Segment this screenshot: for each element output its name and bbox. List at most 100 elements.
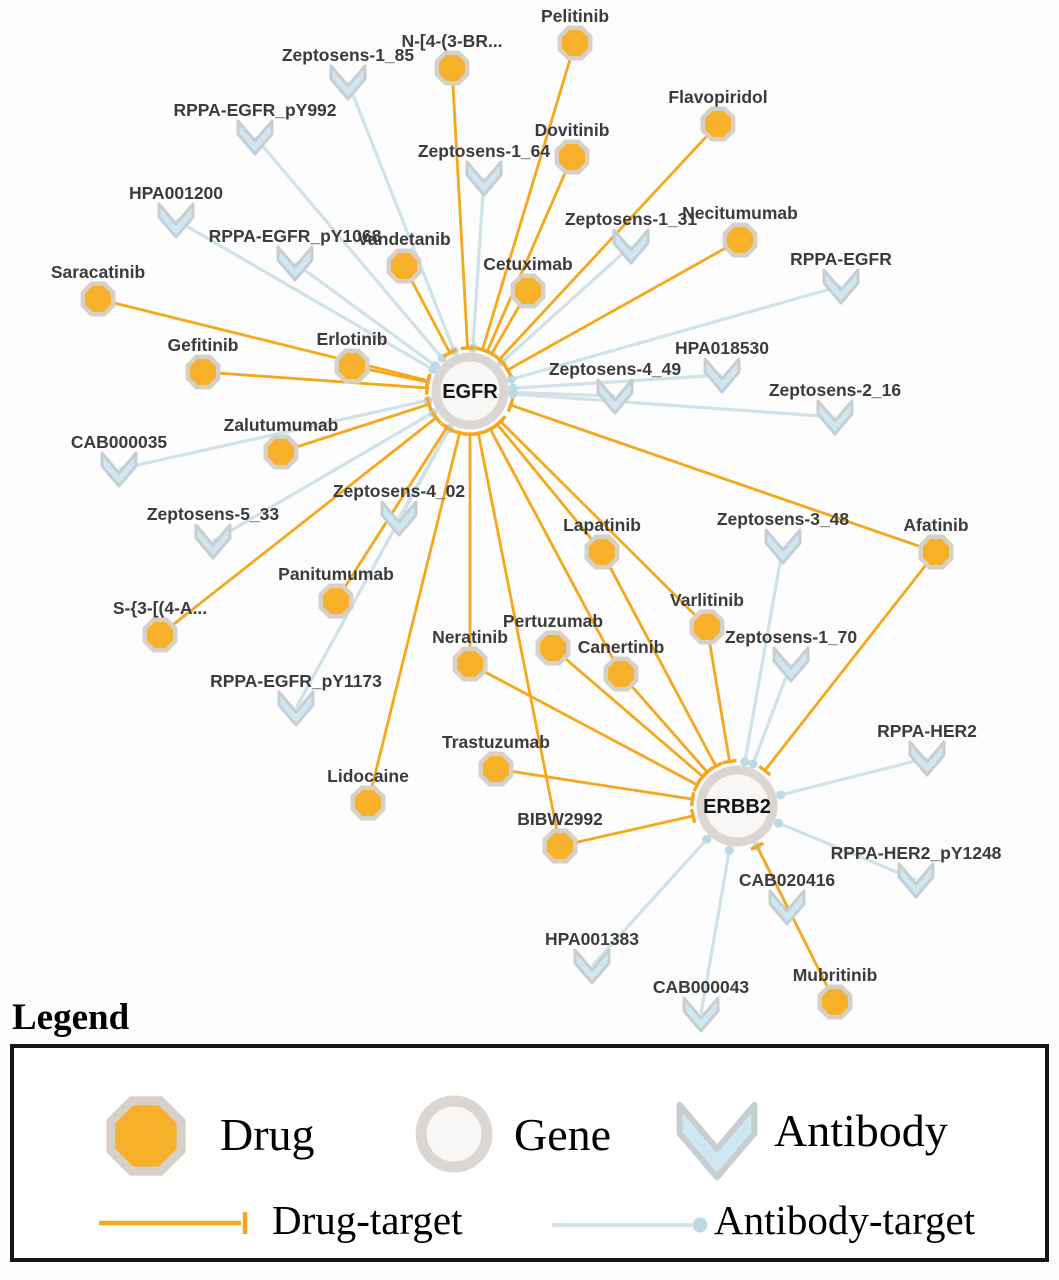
drug-edge-tee	[460, 345, 475, 351]
drug-node-trastuzumab[interactable]	[478, 751, 514, 787]
drug-label-cetuximab: Cetuximab	[483, 254, 572, 274]
antibody-node-hpa001200[interactable]	[157, 202, 195, 239]
gene-node-erbb2[interactable]	[696, 765, 778, 847]
drug-node-necitumumab[interactable]	[722, 222, 758, 258]
drug-target-edge	[552, 646, 704, 778]
drug-node-afatinib[interactable]	[918, 534, 954, 570]
antibody-node-rppa_py1068[interactable]	[276, 245, 314, 282]
antibody-node-rppa_egfr[interactable]	[822, 268, 860, 305]
antibody-node-z2_16[interactable]	[816, 399, 854, 436]
drug-target-edge	[481, 42, 577, 351]
drug-node-mubritinib[interactable]	[817, 984, 853, 1020]
antibody-label-z1_64: Zeptosens-1_64	[418, 141, 551, 161]
drug-label-lidocaine: Lidocaine	[327, 766, 409, 786]
antibody-node-hpa018530[interactable]	[703, 357, 741, 394]
antibody-node-rppa_py992[interactable]	[236, 119, 274, 156]
drug-node-lapatinib[interactable]	[584, 534, 620, 570]
drug-target-edge	[450, 67, 470, 349]
drug-label-pertuzumab: Pertuzumab	[503, 611, 603, 631]
antibody-node-z5_33[interactable]	[194, 523, 232, 560]
drug-target-edge	[202, 370, 428, 390]
drug-node-neratinib[interactable]	[452, 646, 488, 682]
drug-edge-tee	[506, 397, 515, 413]
antibody-edge-dot	[774, 818, 784, 828]
antibody-label-rppa_egfr: RPPA-EGFR	[790, 249, 892, 269]
drug-target-edge	[559, 814, 694, 848]
legend-box: Drug Gene Antibody Drug-target Antibody-…	[10, 1044, 1049, 1262]
drug-node-bibw2992[interactable]	[542, 828, 578, 864]
drug-node-gefitinib[interactable]	[185, 354, 221, 390]
edges-layer	[97, 42, 938, 1015]
drug-node-pertuzumab[interactable]	[535, 630, 571, 666]
antibody-target-edge	[699, 850, 731, 1015]
antibody-edge-dot	[740, 757, 750, 767]
drug-edge-tee	[689, 808, 697, 824]
drug-edge-tee	[750, 841, 765, 851]
antibody-label-z5_33: Zeptosens-5_33	[147, 504, 280, 524]
antibody-label-hpa001383: HPA001383	[545, 929, 639, 949]
drug-target-edge	[705, 626, 731, 762]
drug-node-s34a[interactable]	[142, 617, 178, 653]
drug-node-panitumumab[interactable]	[318, 583, 354, 619]
gene-legend-icon	[415, 1095, 493, 1173]
antibody-node-z1_64[interactable]	[465, 160, 503, 197]
antibody-target-edge	[253, 135, 444, 360]
antibody-target-edge	[346, 81, 456, 352]
drug-label-erlotinib: Erlotinib	[317, 329, 388, 349]
antibody-node-cab020416[interactable]	[768, 889, 806, 926]
legend-antibody-edge-label: Antibody-target	[714, 1197, 976, 1243]
drug-node-pelitinib[interactable]	[557, 25, 593, 61]
drug-target-edge	[495, 767, 693, 801]
drug-label-dovitinib: Dovitinib	[535, 120, 610, 140]
drug-node-varlitinib[interactable]	[689, 609, 725, 645]
labels-layer: PelitinibN-[4-(3-BR...DovitinibFlavopiri…	[51, 6, 1002, 997]
drug-edge-tee	[471, 430, 486, 437]
antibody-node-z3_48[interactable]	[764, 528, 802, 565]
antibody-label-rppa_py992: RPPA-EGFR_pY992	[173, 100, 336, 120]
drug-node-cetuximab[interactable]	[510, 273, 546, 309]
antibody-node-rppa_her2[interactable]	[908, 740, 946, 777]
gene-label-egfr: EGFR	[442, 381, 498, 403]
antibody-node-z4_49[interactable]	[596, 378, 634, 415]
antibody-node-rppa_py1173[interactable]	[277, 690, 315, 727]
antibody-label-rppa_py1068: RPPA-EGFR_pY1068	[209, 226, 382, 246]
antibody-node-z1_70[interactable]	[772, 646, 810, 683]
antibody-node-hpa001383[interactable]	[573, 948, 611, 985]
drug-node-lidocaine[interactable]	[350, 785, 386, 821]
antibody-target-edge	[512, 390, 616, 398]
drug-node-zalutumumab[interactable]	[263, 434, 299, 470]
antibody-label-rppa_her2: RPPA-HER2	[877, 721, 977, 741]
antibody-node-rppa_her2_py1248[interactable]	[897, 862, 935, 899]
antibody-edge-dot	[506, 374, 516, 384]
drug-target-edge	[510, 403, 937, 554]
antibody-node-cab000035[interactable]	[100, 451, 138, 488]
drug-node-dovitinib[interactable]	[554, 139, 590, 175]
legend-title: Legend	[12, 997, 130, 1038]
antibody-node-z4_02[interactable]	[380, 500, 418, 537]
gene-label-erbb2: ERBB2	[703, 796, 771, 818]
drug-label-nbr: N-[4-(3-BR...	[401, 31, 502, 51]
drug-node-erlotinib[interactable]	[334, 348, 370, 384]
drug-node-saracatinib[interactable]	[80, 281, 116, 317]
drug-node-flavopiridol[interactable]	[700, 106, 736, 142]
gene-node-egfr[interactable]	[431, 352, 509, 430]
antibody-edge-dot	[702, 834, 712, 844]
drug-edge-tee	[700, 766, 714, 779]
drug-label-canertinib: Canertinib	[578, 637, 665, 657]
antibody-label-z4_49: Zeptosens-4_49	[549, 359, 682, 379]
drug-label-panitumumab: Panitumumab	[278, 564, 394, 584]
antibody-target-edge	[118, 398, 429, 471]
antibody-target-edge-sample	[552, 1217, 708, 1233]
drug-node-vandetanib[interactable]	[386, 248, 422, 284]
drug-label-vandetanib: Vandetanib	[357, 229, 450, 249]
drug-node-canertinib[interactable]	[603, 656, 639, 692]
antibody-label-rppa_her2_py1248: RPPA-HER2_pY1248	[831, 843, 1002, 863]
antibody-node-z1_85[interactable]	[329, 64, 367, 101]
drug-label-lapatinib: Lapatinib	[563, 515, 641, 535]
antibody-node-z1_31[interactable]	[612, 228, 650, 265]
drug-node-nbr[interactable]	[434, 50, 470, 86]
antibody-node-cab000043[interactable]	[682, 996, 720, 1033]
drug-edge-tee	[758, 764, 772, 777]
antibody-target-edge	[743, 545, 785, 762]
